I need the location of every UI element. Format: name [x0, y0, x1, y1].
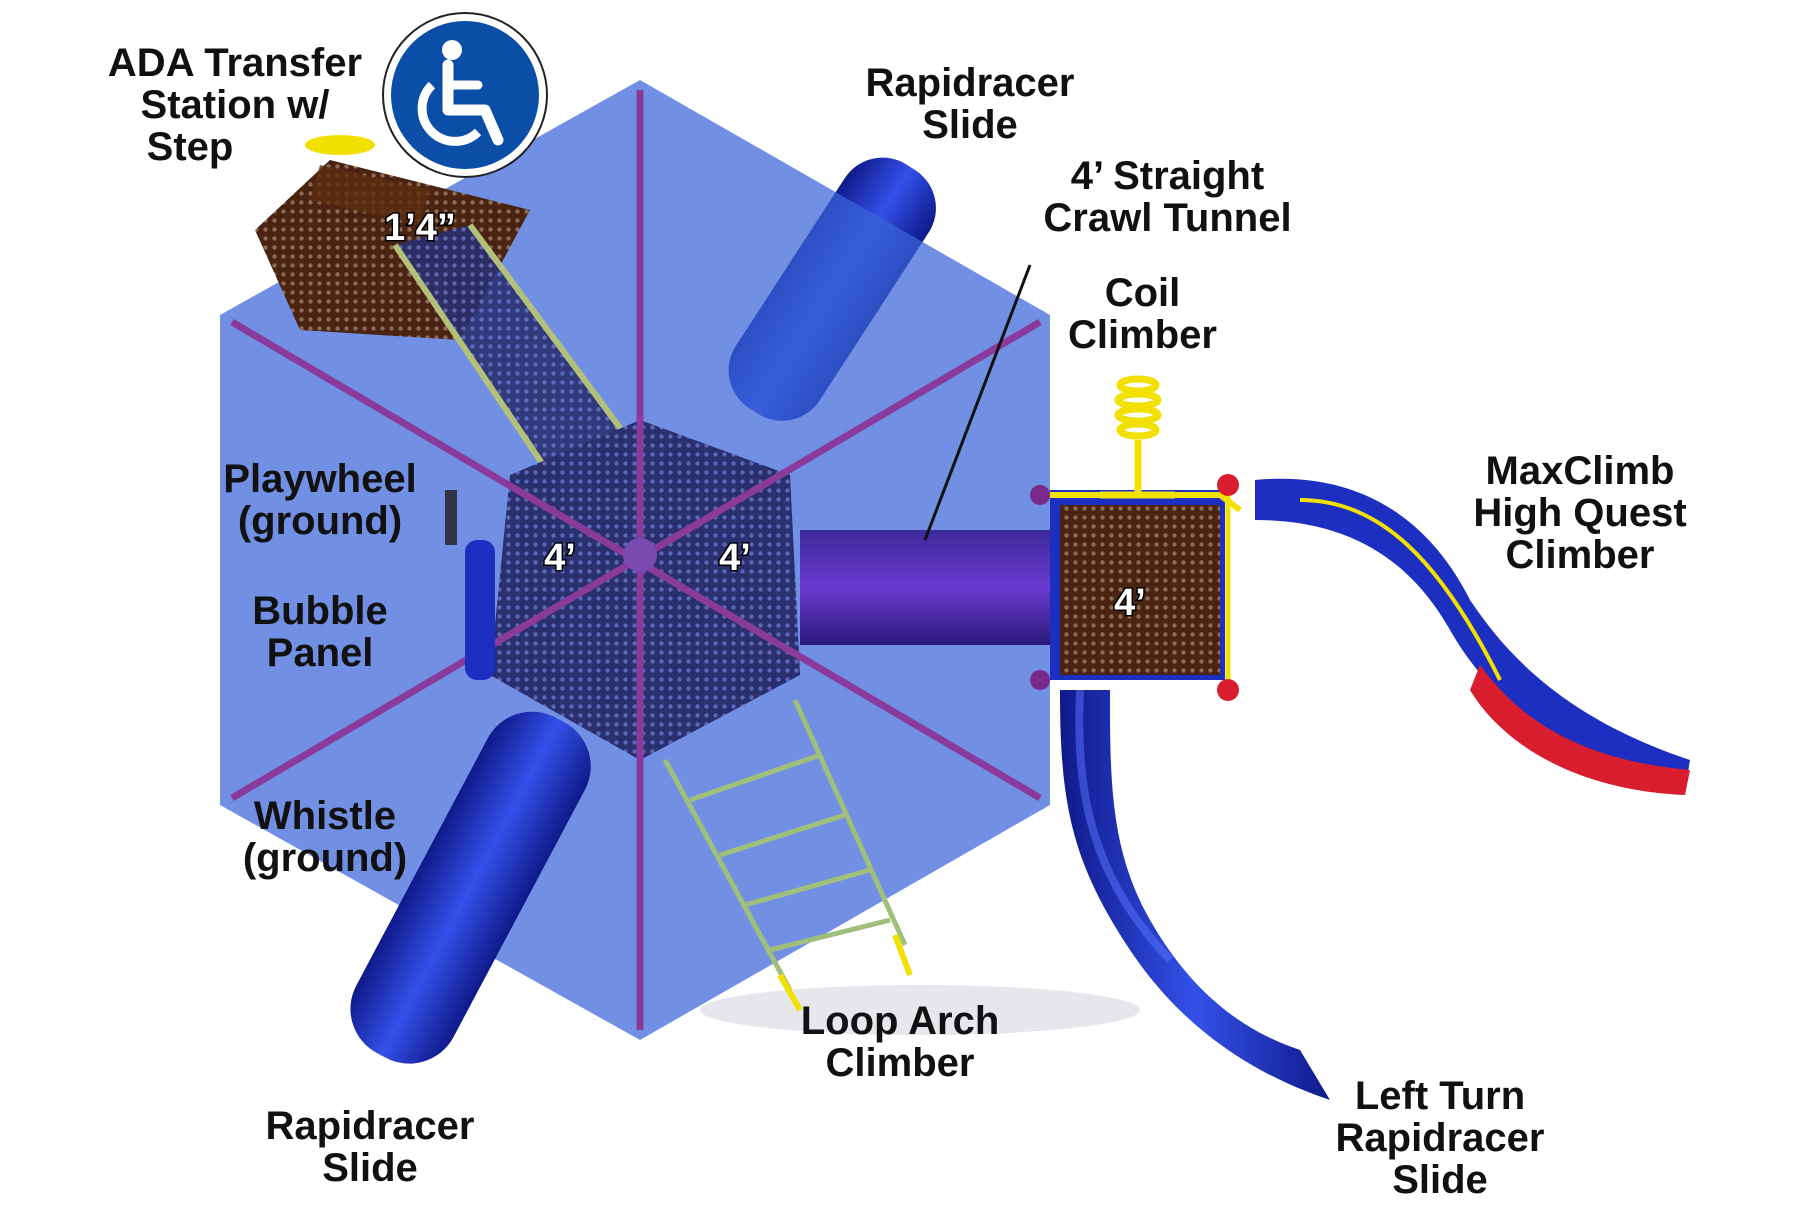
crawl-tunnel-leader-line — [923, 264, 1032, 541]
square-deck-dimension: 4’ — [1114, 582, 1146, 624]
label-whistle: Whistle (ground) — [242, 794, 408, 880]
wheelchair-accessibility-icon — [382, 12, 548, 178]
square-deck — [1060, 505, 1220, 675]
label-rapidracer-slide-bottom: Rapidracer Slide — [265, 1104, 475, 1190]
playwheel-shape — [445, 490, 457, 545]
step-height-dimension: 1’4” — [384, 207, 456, 249]
rapidracer-slide-bottom — [350, 711, 591, 1064]
maxclimb-climber-body — [1255, 478, 1690, 790]
crawl-tunnel — [800, 530, 1050, 645]
loop-arch-climber — [662, 698, 908, 992]
label-maxclimb: MaxClimb High Quest Climber — [1473, 449, 1687, 577]
roof-hub — [623, 538, 657, 572]
hex-deck-dimension-right: 4’ — [719, 537, 751, 579]
label-bubble-panel: Bubble Panel — [252, 589, 388, 675]
label-playwheel: Playwheel (ground) — [223, 457, 417, 543]
ada-transfer-station — [255, 135, 643, 492]
label-left-turn-slide: Left Turn Rapidracer Slide — [1335, 1074, 1545, 1202]
label-coil-climber: Coil Climber — [1068, 271, 1217, 357]
label-crawl-tunnel: 4’ Straight Crawl Tunnel — [1043, 154, 1292, 240]
label-loop-arch-climber: Loop Arch Climber — [800, 999, 1000, 1085]
label-rapidracer-slide-top: Rapidracer Slide — [865, 61, 1075, 147]
left-turn-rapidracer-slide — [1060, 690, 1330, 1100]
maxclimb-climber-red-section — [1470, 665, 1690, 795]
coil-climber — [1100, 375, 1175, 499]
ground-shadow — [700, 985, 1140, 1035]
hex-deck-dimension-left: 4’ — [544, 537, 576, 579]
bubble-panel-shape — [465, 540, 495, 680]
label-ada-transfer-station: ADA Transfer Station w/ Step — [107, 41, 363, 169]
